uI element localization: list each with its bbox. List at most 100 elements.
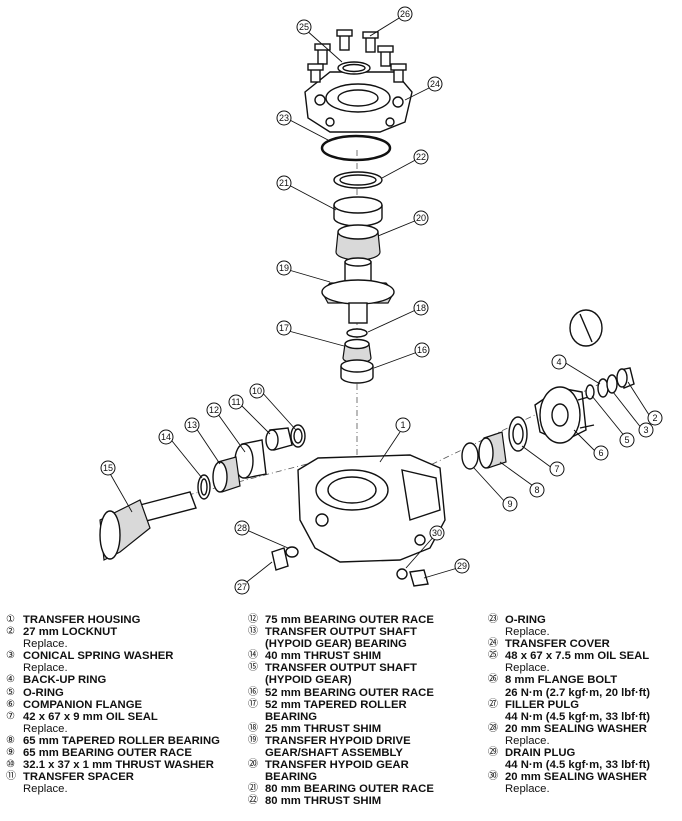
legend-item-number: ⑮ bbox=[248, 662, 258, 674]
svg-text:5: 5 bbox=[624, 435, 629, 445]
callout-9: 9 bbox=[502, 496, 518, 512]
transfer-housing bbox=[297, 454, 446, 563]
legend-item-number: ㉘ bbox=[488, 722, 498, 734]
svg-text:10: 10 bbox=[252, 386, 262, 396]
legend-item-label: O-RING bbox=[505, 614, 546, 626]
svg-text:27: 27 bbox=[237, 582, 247, 592]
tapered-roller-bearing-65-end bbox=[478, 437, 494, 469]
legend-item-number: ⑱ bbox=[248, 722, 258, 734]
legend-item-label: TRANSFER HYPOID DRIVE bbox=[265, 734, 411, 747]
locknut-27-face bbox=[616, 368, 628, 388]
legend-item-label: 20 mm SEALING WASHER bbox=[505, 771, 647, 784]
callout-26: 26 bbox=[397, 6, 413, 22]
callout-24: 24 bbox=[427, 76, 443, 92]
legend-item-label: O-RING bbox=[23, 686, 64, 699]
callout-25: 25 bbox=[296, 19, 312, 35]
thrust-shim-80-inner bbox=[339, 174, 377, 186]
transfer-output-shaft bbox=[99, 491, 197, 561]
thrust-shim-40-inner bbox=[200, 478, 208, 496]
svg-text:24: 24 bbox=[430, 79, 440, 89]
callout-11: 11 bbox=[228, 394, 244, 410]
legend-item-number: ㉚ bbox=[488, 771, 498, 783]
washer-detail-line bbox=[579, 313, 593, 343]
legend-item-note: Replace. bbox=[505, 662, 550, 675]
svg-text:22: 22 bbox=[416, 152, 426, 162]
legend-item-number: ④ bbox=[6, 674, 15, 686]
oil-seal-42-inner bbox=[512, 423, 524, 445]
legend-item-label: 65 mm BEARING OUTER RACE bbox=[23, 747, 192, 760]
svg-text:25: 25 bbox=[299, 22, 309, 32]
legend-item-label: TRANSFER HOUSING bbox=[23, 614, 141, 626]
legend-item-number: ⑦ bbox=[6, 710, 15, 722]
legend-item-label: 32.1 x 37 x 1 mm THRUST WASHER bbox=[23, 759, 214, 772]
svg-text:28: 28 bbox=[237, 523, 247, 533]
legend-item-number: ⑳ bbox=[248, 759, 258, 771]
legend-item-number: ⑯ bbox=[248, 686, 258, 698]
callout-23: 23 bbox=[276, 110, 292, 126]
bearing-outer-race-80-top bbox=[333, 196, 383, 214]
legend-item: ⑧ 65 mm TAPERED ROLLER BEARING bbox=[6, 735, 242, 747]
filler-plug bbox=[271, 547, 289, 571]
legend-item-label: 27 mm LOCKNUT bbox=[23, 626, 118, 639]
legend-item-continuation: (HYPOID GEAR) BEARING bbox=[265, 638, 407, 651]
svg-text:18: 18 bbox=[416, 303, 426, 313]
svg-text:19: 19 bbox=[279, 263, 289, 273]
flange-bolts bbox=[307, 29, 407, 83]
legend-item-label: TRANSFER OUTPUT SHAFT bbox=[265, 626, 417, 639]
legend-item-label: 48 x 67 x 7.5 mm OIL SEAL bbox=[505, 650, 650, 663]
callout-19: 19 bbox=[276, 260, 292, 276]
legend-item-note: Replace. bbox=[23, 638, 68, 651]
svg-text:16: 16 bbox=[417, 345, 427, 355]
legend-item-number: ⑥ bbox=[6, 698, 15, 710]
legend-item-label: 80 mm BEARING OUTER RACE bbox=[265, 783, 434, 796]
legend-item-label: DRAIN PLUG bbox=[505, 747, 576, 760]
legend-item-continuation: 44 N·m (4.5 kgf·m, 33 lbf·ft) bbox=[505, 759, 650, 772]
legend-item-label: 65 mm TAPERED ROLLER BEARING bbox=[23, 734, 220, 747]
svg-text:30: 30 bbox=[432, 528, 442, 538]
sealing-washer-20-drain bbox=[396, 568, 408, 580]
legend-item-label: COMPANION FLANGE bbox=[23, 698, 143, 711]
callout-13: 13 bbox=[184, 417, 200, 433]
legend-item-number: ㉒ bbox=[248, 795, 258, 807]
callout-1: 1 bbox=[395, 417, 411, 433]
callout-3: 3 bbox=[638, 422, 654, 438]
legend-item-number: ㉔ bbox=[488, 638, 498, 650]
legend-item-number: ⑬ bbox=[248, 626, 258, 638]
callout-12: 12 bbox=[206, 402, 222, 418]
callout-14: 14 bbox=[158, 429, 174, 445]
legend-item-number: ⑲ bbox=[248, 734, 258, 746]
legend-item-number: ⑤ bbox=[6, 686, 15, 698]
output-shaft-bearing-end bbox=[212, 461, 228, 493]
legend-item-label: 20 mm SEALING WASHER bbox=[505, 722, 647, 735]
legend-item-note: Replace. bbox=[505, 783, 550, 796]
thrust-shim-25 bbox=[346, 328, 368, 338]
tapered-roller-bearing-52-top bbox=[344, 338, 370, 350]
legend-item-number: ⑰ bbox=[248, 698, 258, 710]
legend-item-number: ⑧ bbox=[6, 734, 15, 746]
callout-7: 7 bbox=[549, 461, 565, 477]
bearing-outer-race-65 bbox=[461, 442, 479, 470]
legend-item: ㉚ 20 mm SEALING WASHER bbox=[488, 771, 678, 783]
callout-18: 18 bbox=[413, 300, 429, 316]
legend-item-label: TRANSFER HYPOID GEAR bbox=[265, 759, 409, 772]
legend-item: ⑲ TRANSFER HYPOID DRIVE bbox=[248, 735, 488, 747]
thrust-washer-32-inner bbox=[293, 428, 303, 444]
legend-item-label: 8 mm FLANGE BOLT bbox=[505, 674, 618, 687]
legend-item-note: Replace. bbox=[505, 626, 550, 639]
svg-text:21: 21 bbox=[279, 178, 289, 188]
